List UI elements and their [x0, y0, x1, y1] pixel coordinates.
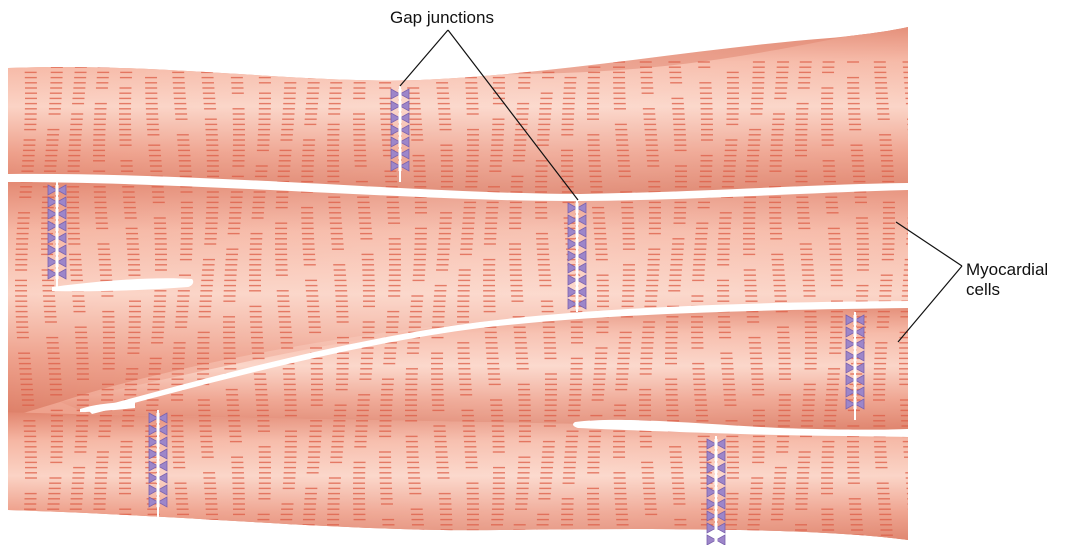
- gap-junction-icon: [707, 436, 725, 545]
- gap-junctions-label: Gap junctions: [390, 8, 494, 28]
- myocardial-label-line1: Myocardial: [966, 260, 1048, 280]
- gap-junction-icon: [568, 200, 586, 312]
- myocardial-cells-label: Myocardial cells: [966, 260, 1048, 300]
- myocardial-label-line2: cells: [966, 280, 1048, 300]
- leader-line-gap-1: [400, 30, 448, 86]
- gap-junction-icon: [846, 312, 864, 420]
- gap-junction-icon: [149, 410, 167, 518]
